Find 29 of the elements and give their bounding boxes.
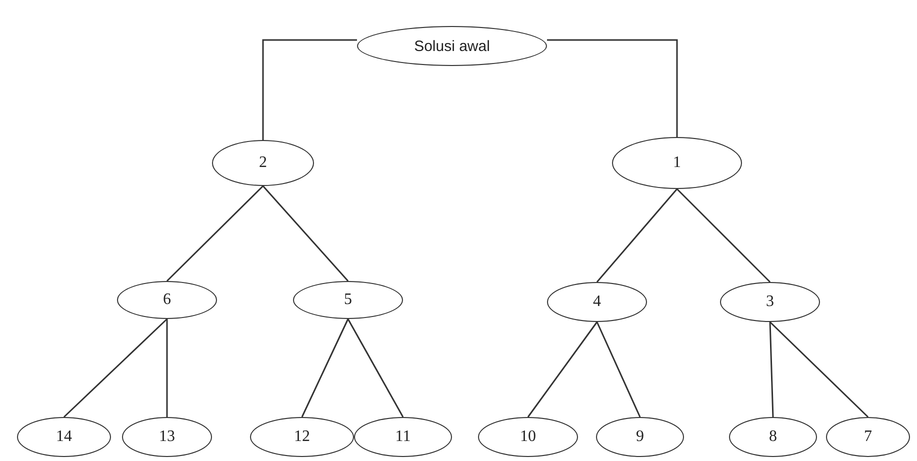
connector-line: [527, 322, 598, 418]
node-label: 13: [159, 428, 175, 446]
connector-line: [769, 322, 774, 418]
connector-line: [166, 319, 168, 417]
connector-line: [347, 318, 404, 418]
node-label: 14: [56, 428, 72, 446]
node-label: 11: [395, 428, 411, 446]
node-label: 1: [673, 154, 681, 172]
node-label: 5: [344, 291, 352, 309]
node-label: 2: [259, 154, 267, 172]
connector-line: [769, 321, 869, 418]
node-label: 7: [864, 428, 872, 446]
node-label: 6: [163, 291, 171, 309]
connector-line: [262, 39, 357, 140]
connector-line: [166, 185, 264, 282]
connector-line: [596, 322, 641, 418]
node-label: 4: [593, 293, 601, 311]
connector-line: [262, 186, 349, 282]
node-label: 12: [294, 428, 310, 446]
connector-line: [676, 188, 771, 283]
connector-line: [63, 318, 168, 418]
node-label: 8: [769, 428, 777, 446]
connector-line: [547, 39, 678, 137]
node-label: 9: [636, 428, 644, 446]
connector-line: [596, 188, 678, 282]
connector-line: [301, 318, 349, 418]
node-label: 10: [520, 428, 536, 446]
node-label: 3: [766, 293, 774, 311]
node-label: Solusi awal: [414, 38, 490, 54]
